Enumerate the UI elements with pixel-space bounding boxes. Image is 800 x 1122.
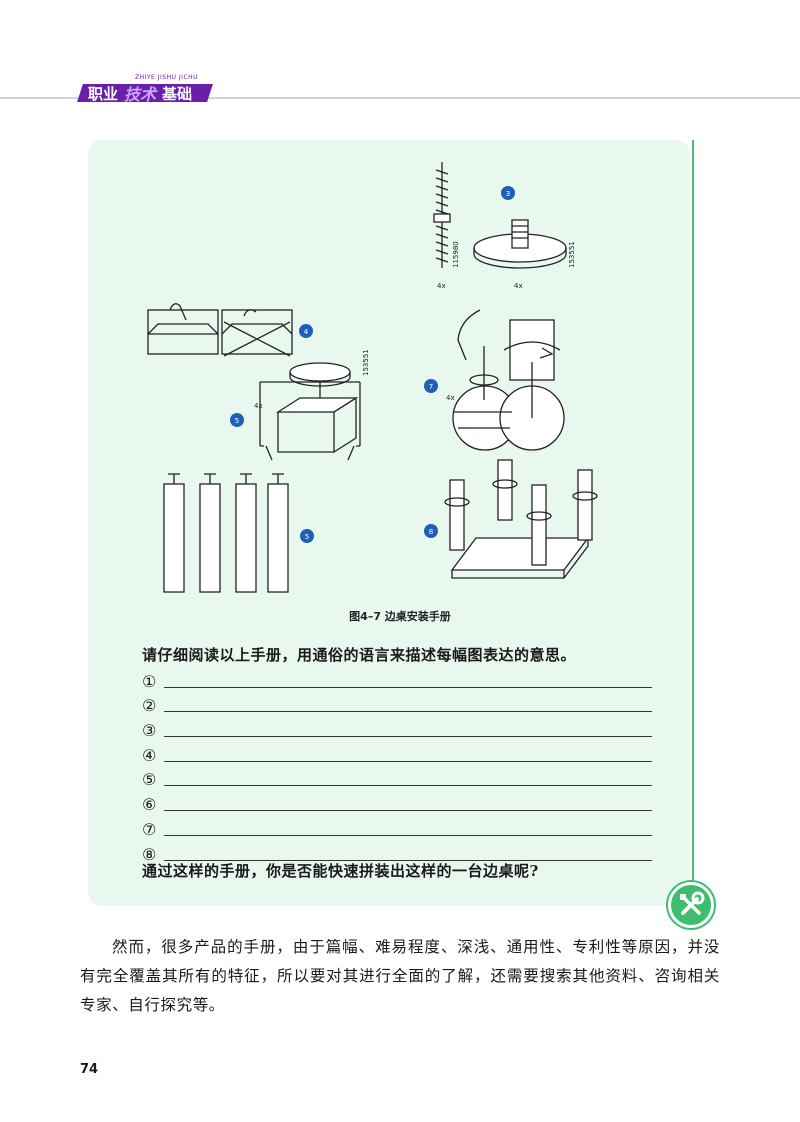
tools-icon (668, 882, 714, 928)
step-badge-4 (299, 324, 313, 338)
answer-row: ⑤ (142, 765, 652, 790)
step5-legs-illustration (163, 473, 289, 593)
answer-number: ④ (142, 745, 157, 765)
step-number-5a: 5 (235, 417, 239, 425)
answer-number: ① (142, 671, 157, 691)
step-badge-5b (300, 529, 314, 543)
answer-row: ① (142, 666, 652, 691)
answer-line[interactable] (164, 843, 652, 861)
qty-screws: 4x (437, 282, 446, 290)
answer-number: ⑧ (142, 844, 157, 864)
part-code-2: 153551 (568, 241, 576, 268)
answer-lines: ① ② ③ ④ ⑤ ⑥ ⑦ ⑧ (142, 666, 652, 864)
answer-number: ⑦ (142, 819, 157, 839)
qty-top: 4x (254, 402, 263, 410)
answer-line[interactable] (164, 768, 652, 787)
step-badge-5a (230, 413, 244, 427)
answer-number: ② (142, 696, 157, 716)
step-badge-7 (424, 379, 438, 393)
step-number-7: 7 (429, 383, 433, 391)
step-number-4: 4 (304, 328, 309, 336)
answer-number: ⑤ (142, 770, 157, 790)
answer-row: ⑧ (142, 839, 652, 864)
step7-illustration: 4x (446, 309, 565, 451)
answer-row: ④ (142, 740, 652, 765)
part-code-1: 115980 (452, 241, 460, 268)
part-code-3: 153551 (362, 349, 370, 376)
answer-line[interactable] (164, 818, 652, 836)
answer-line[interactable] (164, 793, 652, 812)
header-title-part3: 基础 (162, 84, 193, 103)
answer-line[interactable] (164, 744, 652, 762)
answer-line[interactable] (164, 694, 652, 713)
assembly-figure: 115980 4x 153551 4x 3 4 4x 153551 5 (147, 162, 598, 593)
answer-number: ③ (142, 721, 157, 741)
panel-side-rule (692, 140, 694, 880)
step-number-3: 3 (506, 190, 510, 198)
answer-number: ⑥ (142, 795, 157, 815)
exercise-prompt: 请仔细阅读以上手册，用通俗的语言来描述每幅图表达的意思。 (142, 646, 577, 664)
body-paragraph: 然而，很多产品的手册，由于篇幅、难易程度、深浅、通用性、专利性等原因，并没有完全… (80, 938, 720, 1014)
header-pinyin: ZHIYE JISHU JICHU (135, 74, 199, 81)
step5-top-illustration: 4x 153551 (254, 349, 370, 461)
header-title: 职业 技术 基础 (88, 83, 193, 105)
step8-illustration (444, 459, 598, 579)
step3-illustration: 115980 4x 153551 4x (433, 162, 576, 290)
step-number-8: 8 (429, 528, 433, 536)
qty-discs: 4x (514, 282, 523, 290)
answer-row: ③ (142, 715, 652, 740)
answer-line[interactable] (164, 719, 652, 738)
step4-illustration (147, 303, 293, 357)
answer-row: ⑥ (142, 789, 652, 814)
answer-line[interactable] (164, 670, 652, 688)
answer-row: ② (142, 691, 652, 716)
qty-step7: 4x (446, 394, 455, 402)
step-badge-8 (424, 524, 438, 538)
header-title-part2: 技术 (124, 85, 157, 104)
header-rule (0, 97, 800, 99)
step-badge-3 (501, 186, 515, 200)
figure-caption: 图4–7 边桌安装手册 (349, 610, 451, 623)
page-number: 74 (80, 1062, 99, 1077)
answer-row: ⑦ (142, 814, 652, 839)
step-number-5b: 5 (305, 533, 309, 541)
header-title-part1: 职业 (88, 84, 119, 103)
exercise-question: 通过这样的手册，你是否能快速拼装出这样的一台边桌呢? (142, 862, 539, 880)
